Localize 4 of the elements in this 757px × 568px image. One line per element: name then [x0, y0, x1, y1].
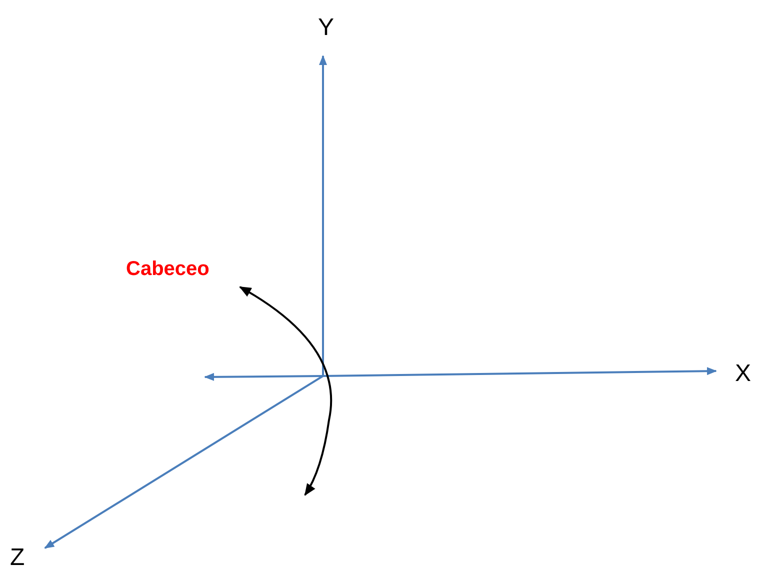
rotation-label: Cabeceo — [126, 259, 210, 279]
axis-label: X — [735, 362, 752, 386]
axis-label: Z — [10, 546, 25, 568]
axis-label: Y — [318, 16, 334, 40]
